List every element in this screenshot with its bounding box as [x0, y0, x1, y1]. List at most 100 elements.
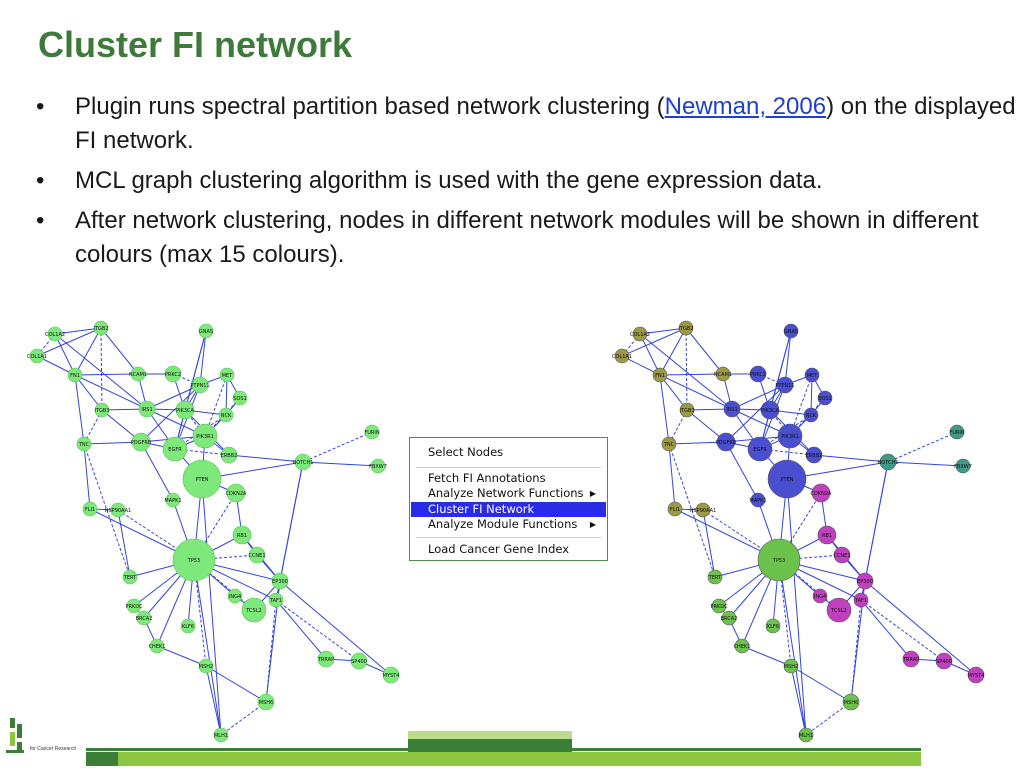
- network-node[interactable]: MAPK1: [749, 492, 767, 508]
- network-node[interactable]: FN1: [652, 367, 668, 383]
- network-node[interactable]: TERT: [122, 569, 138, 585]
- network-node[interactable]: FBXW7: [954, 458, 972, 474]
- network-node[interactable]: MSH2: [198, 658, 214, 674]
- network-node[interactable]: ERBB2: [806, 446, 823, 464]
- network-node[interactable]: TP53: [757, 538, 801, 582]
- network-node[interactable]: HSP90AA1: [690, 502, 716, 518]
- network-node[interactable]: IRS1: [138, 400, 156, 418]
- menu-item-label: Cluster FI Network: [428, 502, 535, 516]
- network-node[interactable]: ITGB3: [94, 402, 110, 418]
- network-node[interactable]: FURIN: [364, 424, 380, 440]
- network-node[interactable]: RB1: [232, 525, 252, 545]
- network-node[interactable]: PIK3CA: [175, 400, 195, 420]
- network-node[interactable]: FN1: [67, 367, 83, 383]
- network-node[interactable]: MSH2: [783, 658, 799, 674]
- network-node[interactable]: SOS1: [232, 390, 248, 406]
- network-node[interactable]: EGFR: [162, 436, 188, 462]
- network-node[interactable]: MYST4: [968, 666, 985, 684]
- menu-item-fetch-fi-annotations[interactable]: Fetch FI Annotations: [411, 471, 606, 486]
- network-node[interactable]: ITGB3: [679, 402, 695, 418]
- network-node[interactable]: NCK: [218, 407, 234, 423]
- network-node[interactable]: KLF6: [765, 618, 781, 634]
- network-node[interactable]: EGFR: [747, 436, 773, 462]
- network-node[interactable]: TRRAP: [317, 650, 335, 668]
- network-node[interactable]: PDGFRB: [131, 432, 152, 452]
- network-node[interactable]: HSP90AA1: [105, 502, 131, 518]
- network-node[interactable]: COL1A2: [45, 326, 65, 342]
- network-node[interactable]: PTEN: [767, 459, 807, 499]
- network-node[interactable]: COL1A1: [612, 348, 632, 364]
- network-node[interactable]: NOTCH1: [293, 453, 314, 471]
- menu-item-select-nodes[interactable]: Select Nodes: [411, 445, 606, 460]
- network-node[interactable]: PRKDC: [125, 598, 143, 614]
- network-node[interactable]: CHEK1: [734, 638, 751, 654]
- network-node[interactable]: PRKDC: [710, 598, 728, 614]
- network-node[interactable]: PTPN11: [190, 376, 210, 394]
- network-node[interactable]: TCSL2: [826, 597, 852, 623]
- network-node[interactable]: TAF1: [853, 592, 869, 608]
- network-node[interactable]: ING4: [227, 588, 243, 604]
- network-node[interactable]: MYST4: [383, 666, 400, 684]
- network-node[interactable]: TAF1: [268, 592, 284, 608]
- network-node[interactable]: FLI1: [667, 501, 683, 517]
- network-node[interactable]: TNC: [661, 436, 677, 452]
- menu-item-cluster-fi-network[interactable]: Cluster FI Network: [411, 502, 606, 517]
- network-node[interactable]: TERT: [707, 569, 723, 585]
- network-node[interactable]: PTEN: [182, 459, 222, 499]
- network-node[interactable]: PRKC2: [164, 365, 182, 383]
- network-node[interactable]: ERBB2: [221, 446, 238, 464]
- network-node[interactable]: SP400: [935, 652, 953, 670]
- network-node[interactable]: NOTCH1: [878, 453, 899, 471]
- network-node[interactable]: BRCA2: [136, 610, 153, 626]
- network-node[interactable]: PIK3R1: [192, 423, 218, 449]
- network-node[interactable]: TP53: [172, 538, 216, 582]
- network-node[interactable]: FURIN: [949, 424, 965, 440]
- network-node[interactable]: SOS1: [817, 390, 833, 406]
- network-node[interactable]: EP300: [856, 572, 874, 590]
- network-node[interactable]: PTPN11: [775, 376, 795, 394]
- network-node[interactable]: PIK3R1: [777, 423, 803, 449]
- menu-item-load-cancer-gene-index[interactable]: Load Cancer Gene Index: [411, 542, 606, 557]
- network-node[interactable]: CHEK1: [149, 638, 166, 654]
- network-node[interactable]: PRKC2: [749, 365, 767, 383]
- network-node[interactable]: MLH1: [213, 727, 229, 743]
- network-node[interactable]: TRRAP: [902, 650, 920, 668]
- network-node[interactable]: NCAM1: [714, 366, 732, 382]
- network-node[interactable]: CCNE1: [833, 546, 851, 564]
- network-node[interactable]: KLF6: [180, 618, 196, 634]
- network-node[interactable]: TNC: [76, 436, 92, 452]
- network-node[interactable]: EP300: [271, 572, 289, 590]
- network-node[interactable]: MLH1: [798, 727, 814, 743]
- network-node[interactable]: CCNE1: [248, 546, 266, 564]
- menu-item-analyze-network-functions[interactable]: Analyze Network Functions ▶: [411, 486, 606, 501]
- network-node[interactable]: TCSL2: [241, 597, 267, 623]
- network-node[interactable]: GNAS: [198, 323, 214, 339]
- menu-item-analyze-module-functions[interactable]: Analyze Module Functions ▶: [411, 517, 606, 532]
- network-node[interactable]: CDKN2A: [226, 483, 248, 503]
- network-node[interactable]: CDKN2A: [811, 483, 833, 503]
- network-node[interactable]: ING4: [812, 588, 828, 604]
- network-node[interactable]: COL1A1: [27, 348, 47, 364]
- network-node[interactable]: RB1: [817, 525, 837, 545]
- network-node[interactable]: ITGB2: [93, 320, 109, 336]
- network-node[interactable]: MET: [804, 367, 820, 383]
- network-node[interactable]: NCK: [803, 407, 819, 423]
- network-node[interactable]: COL1A2: [630, 326, 650, 342]
- network-node[interactable]: NCAM1: [129, 366, 147, 382]
- network-node[interactable]: FBXW7: [369, 458, 387, 474]
- network-node[interactable]: MSH6: [257, 693, 275, 711]
- network-node[interactable]: FLI1: [82, 501, 98, 517]
- network-node[interactable]: BRCA2: [721, 610, 738, 626]
- network-node[interactable]: MET: [219, 367, 235, 383]
- newman-2006-link[interactable]: Newman, 2006: [664, 93, 827, 120]
- network-node[interactable]: MSH6: [842, 693, 860, 711]
- network-node[interactable]: PIK3CA: [760, 400, 780, 420]
- network-node[interactable]: ITGB2: [678, 320, 694, 336]
- network-node[interactable]: MAPK1: [164, 492, 182, 508]
- network-node[interactable]: PDGFRB: [716, 432, 737, 452]
- network-node[interactable]: SP400: [350, 652, 368, 670]
- network-node[interactable]: GNAS: [783, 323, 799, 339]
- network-node[interactable]: IRS1: [723, 400, 741, 418]
